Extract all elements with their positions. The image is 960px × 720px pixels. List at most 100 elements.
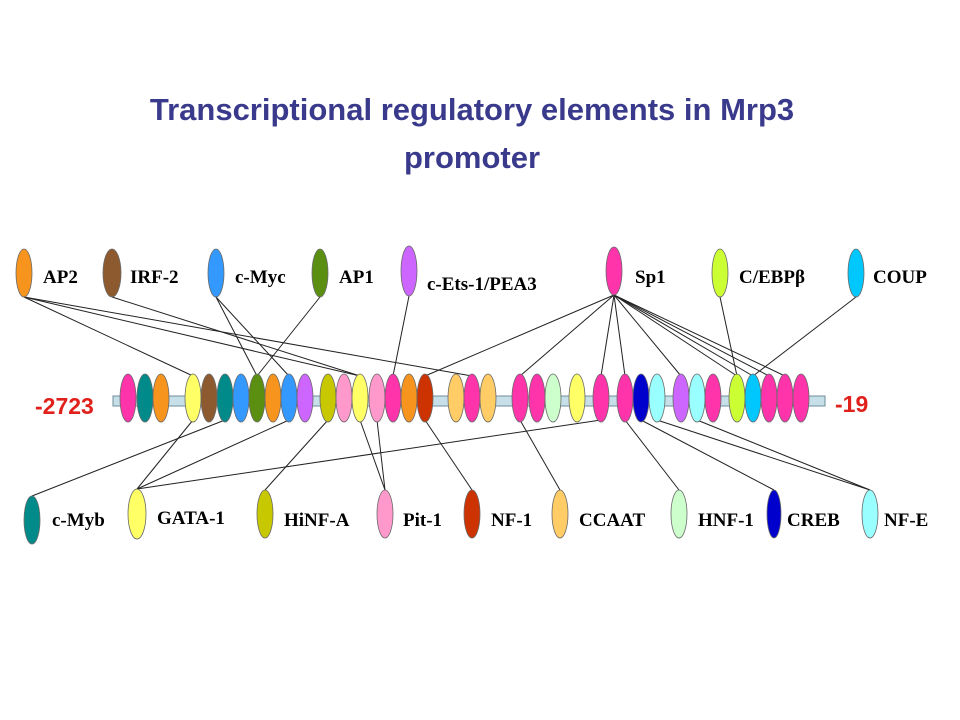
factor-label-creb: CREB	[787, 510, 840, 531]
connector-ap2-site-20	[23, 296, 473, 377]
factor-oval-creb	[766, 489, 782, 539]
connector-ap2-site-14	[23, 296, 361, 377]
binding-site-31-nfe	[688, 373, 706, 423]
connector-creb-site-28	[640, 419, 775, 491]
position-start-label: -2723	[35, 393, 94, 419]
binding-site-10-cmyc	[280, 373, 298, 423]
connector-gata1-site-10	[136, 419, 290, 490]
connector-gata1-site-4	[136, 419, 194, 490]
connector-ap2-site-4	[23, 296, 194, 377]
binding-site-4-gata1	[184, 373, 202, 423]
binding-site-25-gata1	[568, 373, 586, 423]
title-line-2: promoter	[404, 140, 540, 175]
binding-site-7-cmyc	[232, 373, 250, 423]
connector-sp1-site-35	[613, 294, 770, 377]
binding-site-33-cebpb	[728, 373, 746, 423]
binding-site-27-sp1	[616, 373, 634, 423]
position-end-label: -19	[835, 391, 868, 417]
connector-sp1-site-30	[613, 294, 682, 377]
connector-nfe-site-29	[656, 419, 871, 491]
factor-label-ap2: AP2	[43, 267, 78, 288]
connector-pit1-site-14	[359, 419, 386, 491]
factor-label-ccaat: CCAAT	[579, 510, 645, 531]
connector-ap1-site-8	[256, 296, 321, 377]
connector-cebpb-site-33	[719, 296, 738, 377]
connector-sp1-site-26	[600, 294, 615, 377]
binding-site-16-sp1	[384, 373, 402, 423]
factor-label-cebpb: C/EBPβ	[739, 267, 805, 288]
binding-site-14-gata1	[351, 373, 369, 423]
factor-label-irf2: IRF-2	[130, 267, 179, 288]
binding-site-9-ap2	[264, 373, 282, 423]
factor-oval-cmyb	[23, 495, 41, 545]
factor-oval-hnf1	[670, 489, 688, 539]
binding-site-1-sp1	[119, 373, 137, 423]
binding-site-30-cets	[672, 373, 690, 423]
binding-site-20-sp1	[463, 373, 481, 423]
factor-label-nf1: NF-1	[491, 510, 532, 531]
factor-oval-irf2	[102, 248, 122, 298]
factor-legend: AP2 IRF-2 c-Myc AP1 c-Ets-1/PEA3 Sp1 C/EBPβ COU…	[15, 245, 928, 545]
binding-site-32-sp1	[704, 373, 722, 423]
factor-label-hnf1: HNF-1	[698, 510, 754, 531]
connector-sp1-site-22	[519, 294, 615, 377]
connector-hinfa-site-12	[264, 419, 329, 491]
connector-nfe-site-31	[696, 419, 871, 491]
factor-oval-ap2	[15, 248, 33, 298]
factor-oval-hinfa	[256, 489, 274, 539]
binding-site-19-ccaat	[447, 373, 465, 423]
factor-label-pit1: Pit-1	[403, 510, 442, 531]
factor-oval-pit1	[376, 489, 394, 539]
binding-site-24-hnf1	[544, 373, 562, 423]
connector-sp1-site-34	[613, 294, 754, 377]
connector-sp1-site-18	[424, 294, 615, 377]
binding-site-2-cmyb	[136, 373, 154, 423]
factor-oval-cebpb	[711, 248, 729, 298]
factor-label-cmyc: c-Myc	[235, 267, 286, 288]
binding-site-12-hinfa	[319, 373, 337, 423]
factor-label-hinfa: HiNF-A	[284, 510, 350, 531]
binding-site-28-creb	[632, 373, 650, 423]
binding-site-22-sp1	[511, 373, 529, 423]
title-line-1: Transcriptional regulatory elements in M…	[150, 92, 794, 127]
factor-label-sp1: Sp1	[635, 267, 666, 288]
factor-oval-coup	[847, 248, 865, 298]
factor-label-nfe: NF-E	[884, 510, 928, 531]
binding-site-15-pit1	[368, 373, 386, 423]
binding-site-18-nf1	[416, 373, 434, 423]
connector-gata1-site-26	[136, 419, 602, 490]
factor-label-cets: c-Ets-1/PEA3	[427, 274, 537, 295]
factor-label-ap1: AP1	[339, 267, 374, 288]
factor-label-cmyb: c-Myb	[52, 510, 105, 531]
connector-cmyc-site-8	[215, 296, 258, 377]
binding-site-36-sp1	[776, 373, 794, 423]
connector-hnf1-site-27	[624, 419, 680, 491]
binding-site-29-nfe	[648, 373, 666, 423]
binding-site-11-cets	[296, 373, 314, 423]
connector-sp1-site-33	[613, 294, 738, 377]
binding-sites	[119, 373, 810, 423]
binding-site-35-sp1	[760, 373, 778, 423]
factor-oval-ccaat	[551, 489, 569, 539]
connector-sp1-site-27	[613, 294, 626, 377]
factor-oval-sp1	[605, 246, 623, 296]
binding-site-5-irf2	[200, 373, 218, 423]
connector-nf1-site-18	[424, 419, 473, 491]
connector-sp1-site-36	[613, 294, 786, 377]
factor-oval-nfe	[861, 489, 879, 539]
binding-site-37-sp1	[792, 373, 810, 423]
binding-site-34-coup	[744, 373, 762, 423]
factor-label-gata1: GATA-1	[157, 508, 225, 529]
binding-site-13-pit1	[335, 373, 353, 423]
binding-site-3-ap2	[152, 373, 170, 423]
binding-site-23-sp1	[528, 373, 546, 423]
factor-oval-cets	[400, 245, 418, 297]
binding-site-17-ap2	[400, 373, 418, 423]
factor-oval-gata1	[127, 488, 147, 540]
binding-site-6-cmyb	[216, 373, 234, 423]
factor-label-coup: COUP	[873, 267, 927, 288]
binding-site-8-ap1	[248, 373, 266, 423]
binding-site-21-ccaat	[479, 373, 497, 423]
connector-cmyc-site-10	[215, 296, 290, 377]
